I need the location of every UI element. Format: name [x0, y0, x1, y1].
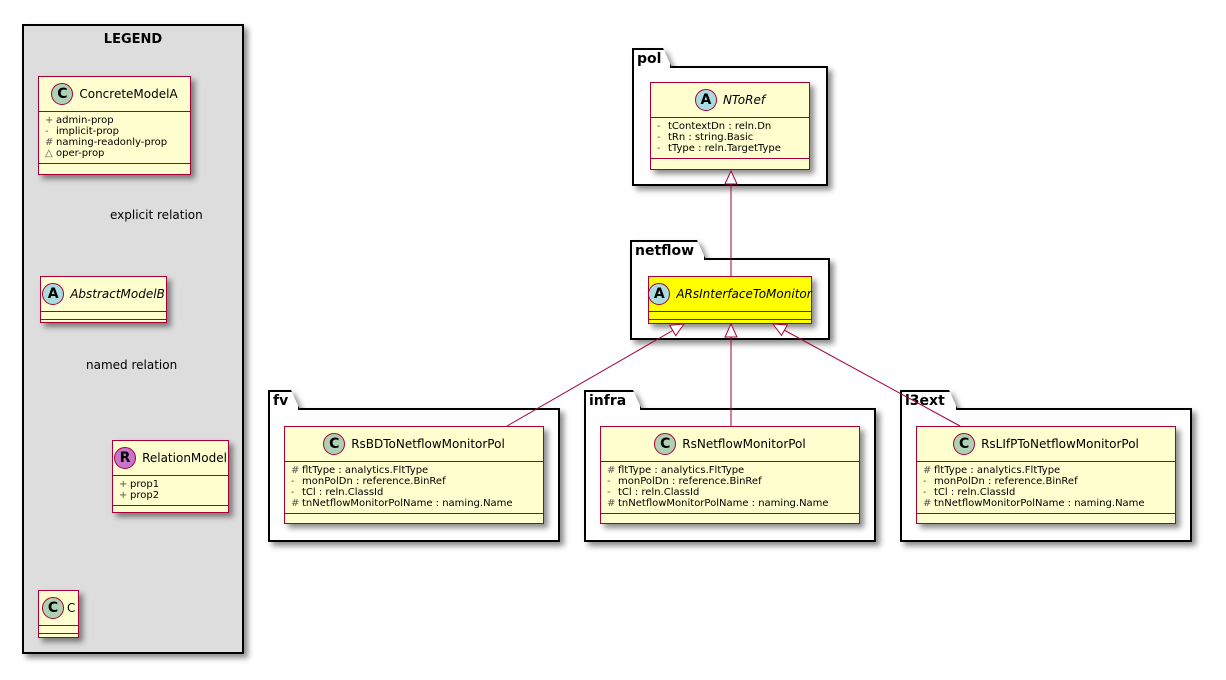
attribute-row: #fltType : analytics.FltType [291, 465, 429, 476]
attribute-row: #tnNetflowMonitorPolName : naming.Name [923, 498, 1145, 509]
class-name: RsBDToNetflowMonitorPol [351, 437, 505, 451]
attribute-row: △oper-prop [45, 148, 105, 159]
explicit-relation-label: explicit relation [110, 208, 203, 222]
attribute-row: #tnNetflowMonitorPolName : naming.Name [291, 498, 513, 509]
abstract-spot-icon: A [42, 283, 65, 305]
package-tab: infra [584, 390, 642, 410]
attribute-row: #fltType : analytics.FltType [923, 465, 1061, 476]
attribute-row: #tnNetflowMonitorPolName : naming.Name [607, 498, 829, 509]
class-name: NToRef [722, 93, 766, 107]
legend-title: LEGEND [103, 32, 163, 47]
class-name: ConcreteModelA [79, 87, 178, 101]
attribute-row: -tCl : reln.ClassId [607, 487, 700, 498]
class-spot-icon: C [654, 433, 677, 455]
attribute-row: +admin-prop [45, 115, 114, 126]
class-name: RsNetflowMonitorPol [682, 437, 806, 451]
class-rsnetflowmonitorpol[interactable]: C RsNetflowMonitorPol #fltType : analytic… [600, 426, 860, 524]
class-name: RsLIfPToNetflowMonitorPol [981, 437, 1139, 451]
class-rsbdtonetflowmonitorpol[interactable]: C RsBDToNetflowMonitorPol #fltType : anal… [284, 426, 544, 524]
class-spot-icon: C [42, 597, 64, 619]
class-spot-icon: C [51, 83, 74, 105]
legend-relation-model[interactable]: R RelationModel +prop1 +prop2 [112, 440, 229, 513]
package-tab: netflow [630, 240, 706, 260]
attribute-row: -tCl : reln.ClassId [291, 487, 384, 498]
attribute-row: +prop2 [119, 490, 160, 501]
abstract-spot-icon: A [648, 283, 671, 305]
attribute-row: #naming-readonly-prop [45, 137, 168, 148]
relation-spot-icon: R [114, 447, 137, 469]
class-rslifptonetflowmonitorpol[interactable]: C RsLIfPToNetflowMonitorPol #fltType : an… [916, 426, 1176, 524]
attribute-row: -monPolDn : reference.BinRef [923, 476, 1078, 487]
class-spot-icon: C [953, 433, 976, 455]
attribute-row: -monPolDn : reference.BinRef [607, 476, 762, 487]
legend-abstract-class[interactable]: A AbstractModelB [40, 276, 167, 323]
attribute-row: +prop1 [119, 479, 160, 490]
package-tab: l3ext [900, 390, 958, 410]
named-relation-label: named relation [86, 358, 178, 372]
attribute-row: -monPolDn : reference.BinRef [291, 476, 446, 487]
class-name: C [67, 601, 76, 615]
class-ntoref[interactable]: A NToRef -tContextDn : reln.Dn -tRn : str… [650, 82, 810, 170]
legend-concrete-class[interactable]: C ConcreteModelA +admin-prop -implicit-pr… [38, 76, 191, 175]
class-arsinterfacetomonitor[interactable]: A ARsInterfaceToMonitor [648, 276, 812, 324]
attribute-row: #fltType : analytics.FltType [607, 465, 745, 476]
class-name: ARsInterfaceToMonitor [676, 287, 812, 301]
class-name: RelationModel [142, 451, 227, 465]
attribute-row: -implicit-prop [45, 126, 119, 137]
attribute-row: -tType : reln.TargetType [657, 143, 781, 154]
abstract-spot-icon: A [694, 89, 717, 111]
package-tab: pol [632, 48, 672, 68]
class-spot-icon: C [323, 433, 346, 455]
attribute-row: -tRn : string.Basic [657, 132, 754, 143]
class-name: AbstractModelB [70, 287, 165, 301]
package-tab: fv [268, 390, 300, 410]
attribute-row: -tCl : reln.ClassId [923, 487, 1016, 498]
attribute-row: -tContextDn : reln.Dn [657, 121, 772, 132]
